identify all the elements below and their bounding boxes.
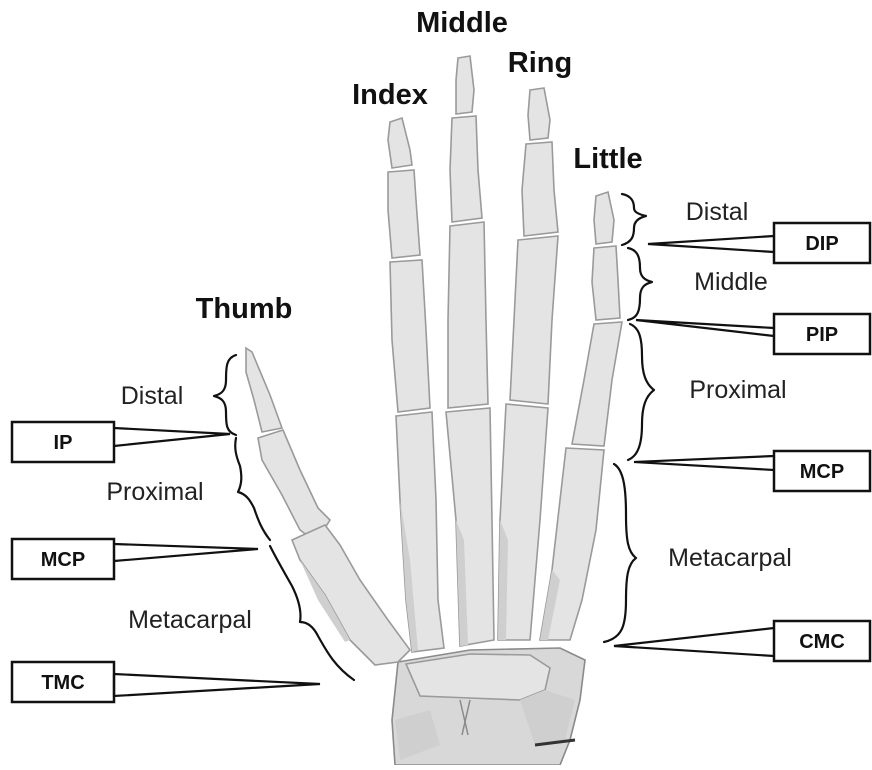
little-proximal-phalanx [572, 322, 622, 446]
hand-bones [246, 56, 622, 765]
thumb-ip-pointer [114, 428, 230, 446]
ring-middle-phalanx [522, 142, 558, 236]
thumb-bones [246, 348, 410, 665]
ring-proximal-phalanx [510, 236, 558, 404]
finger-label-middle: Middle [416, 7, 508, 39]
thumb-mcp-pointer [114, 544, 258, 561]
finger-dip-label: DIP [805, 233, 838, 255]
finger-middle-brace [628, 248, 652, 320]
middle-proximal-phalanx [448, 222, 488, 408]
finger-proximal-label: Proximal [689, 376, 786, 404]
finger-label-index: Index [352, 79, 428, 111]
finger-label-ring: Ring [508, 47, 572, 79]
finger-cmc-pointer [614, 628, 774, 656]
thumb-metacarpal [292, 525, 410, 665]
thumb-distal-brace [214, 355, 236, 435]
finger-mcp-label: MCP [800, 461, 844, 483]
finger-mcp-pointer [634, 456, 774, 470]
finger-metacarpal-brace [604, 464, 636, 642]
finger-pip-pointer [636, 320, 774, 336]
thumb-proximal-phalanx [258, 430, 330, 542]
thumb-proximal-label: Proximal [106, 478, 203, 506]
thumb-metacarpal-label: Metacarpal [128, 606, 252, 634]
thumb-mcp-label: MCP [41, 549, 85, 571]
finger-distal-brace [622, 194, 646, 245]
little-middle-phalanx [592, 246, 620, 320]
finger-metacarpal-label: Metacarpal [668, 544, 792, 572]
finger-cmc-label: CMC [799, 631, 845, 653]
finger-label-little: Little [573, 143, 642, 175]
finger-middle-label: Middle [694, 268, 768, 296]
little-distal-phalanx [594, 192, 614, 244]
index-distal-phalanx [388, 118, 412, 168]
thumb-distal-label: Distal [121, 382, 184, 410]
thumb-distal-phalanx [246, 348, 282, 432]
index-finger-bones [388, 118, 444, 652]
thumb-tmc-label: TMC [41, 672, 84, 694]
middle-distal-phalanx [456, 56, 474, 114]
middle-finger-bones [446, 56, 494, 646]
middle-metacarpal [446, 408, 494, 646]
index-proximal-phalanx [390, 260, 430, 412]
thumb-ip-label: IP [54, 432, 73, 454]
carpal-bones [392, 648, 585, 765]
ring-finger-bones [498, 88, 558, 640]
thumb-tmc-pointer [114, 674, 320, 696]
finger-dip-pointer [648, 236, 774, 252]
finger-label-thumb: Thumb [196, 293, 293, 325]
finger-annotations: Distal Middle Proximal Metacarpal DIP PI… [604, 194, 870, 661]
finger-distal-label: Distal [686, 198, 749, 226]
ring-distal-phalanx [528, 88, 550, 140]
finger-proximal-brace [628, 324, 654, 460]
index-middle-phalanx [388, 170, 420, 258]
finger-pip-label: PIP [806, 324, 838, 346]
middle-middle-phalanx [450, 116, 482, 222]
